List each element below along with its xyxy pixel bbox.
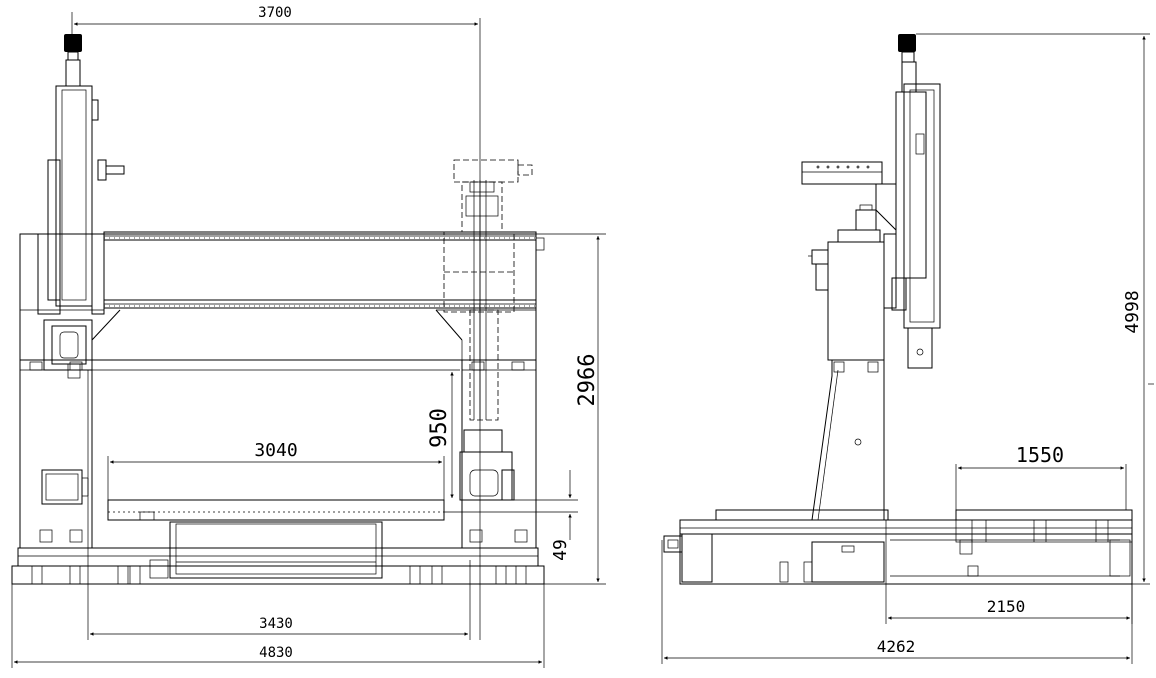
front-left-column xyxy=(19,359,93,549)
dim-4998-label: 4998 xyxy=(1122,290,1143,333)
dim-2150: 2150 xyxy=(885,520,1133,624)
side-base xyxy=(663,519,1133,585)
side-arm-bracket xyxy=(801,161,897,232)
dim-4262: 4262 xyxy=(661,540,1133,664)
dim-4830: 4830 xyxy=(11,584,545,668)
dim-2966: 2966 xyxy=(536,233,606,585)
dim-950-label: 950 xyxy=(427,408,452,448)
dim-3700: 3700 xyxy=(71,5,478,36)
dim-4830-label: 4830 xyxy=(259,645,293,661)
dim-2150-label: 2150 xyxy=(987,597,1026,616)
dim-950: 950 xyxy=(92,369,460,498)
side-column xyxy=(811,359,885,521)
side-table xyxy=(715,509,1133,543)
front-base xyxy=(11,547,545,585)
dim-49-label: 49 xyxy=(550,539,571,561)
dim-1550-label: 1550 xyxy=(1016,443,1064,467)
side-view: 4998 1550 2150 4262 xyxy=(661,33,1154,664)
side-carriage xyxy=(808,204,897,361)
dim-2966-label: 2966 xyxy=(575,354,600,407)
front-phantom-spindle xyxy=(443,159,533,421)
front-spindle-assembly xyxy=(37,34,125,379)
side-spindle-head xyxy=(891,34,941,369)
dim-49: 49 xyxy=(444,470,578,561)
front-worktable xyxy=(107,499,445,579)
dim-3430: 3430 xyxy=(87,370,471,640)
dim-3700-label: 3700 xyxy=(258,5,292,21)
dim-1550: 1550 xyxy=(955,443,1127,510)
front-right-spindle xyxy=(459,180,515,501)
front-gantry-beam xyxy=(19,231,545,361)
front-view: 3700 2966 950 3040 49 xyxy=(11,5,606,668)
dim-3430-label: 3430 xyxy=(259,616,293,632)
dim-4262-label: 4262 xyxy=(877,637,916,656)
dim-3040-label: 3040 xyxy=(254,440,297,461)
dim-3040: 3040 xyxy=(107,440,445,500)
dim-4998: 4998 xyxy=(916,33,1154,585)
front-right-column xyxy=(461,359,537,549)
